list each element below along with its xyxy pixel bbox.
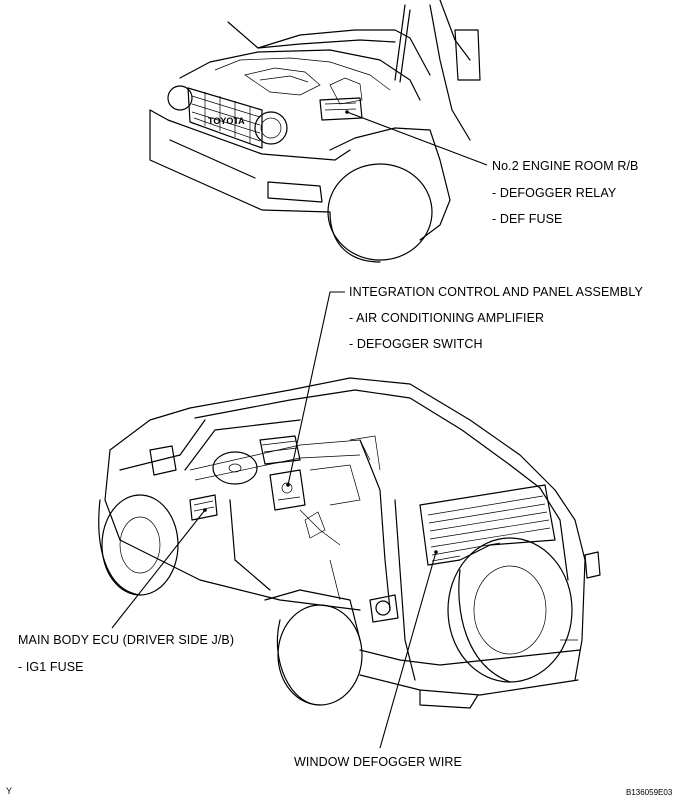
front-vehicle-drawing: TOYOTA (149, 0, 481, 263)
main-body-ecu-label: MAIN BODY ECU (DRIVER SIDE J/B) (18, 633, 235, 647)
bottom-leaders (111, 291, 438, 749)
defogger-relay-label: - DEFOGGER RELAY (492, 186, 617, 200)
engine-room-rb-label: No.2 ENGINE ROOM R/B (492, 159, 639, 173)
defogger-switch-label: - DEFOGGER SWITCH (349, 337, 483, 351)
figure-code: B136059E03 (626, 788, 673, 797)
svg-text:TOYOTA: TOYOTA (208, 116, 245, 126)
air-conditioning-amplifier-label: - AIR CONDITIONING AMPLIFIER (349, 311, 545, 325)
engine-room-rb-leader (345, 110, 488, 166)
rear-vehicle-drawing (98, 377, 601, 709)
corner-mark-left: Y (6, 786, 13, 796)
window-defogger-wire-label: WINDOW DEFOGGER WIRE (294, 755, 462, 769)
integration-control-label: INTEGRATION CONTROL AND PANEL ASSEMBLY (349, 285, 643, 299)
ig1-fuse-label: - IG1 FUSE (18, 660, 84, 674)
def-fuse-label: - DEF FUSE (492, 212, 563, 226)
